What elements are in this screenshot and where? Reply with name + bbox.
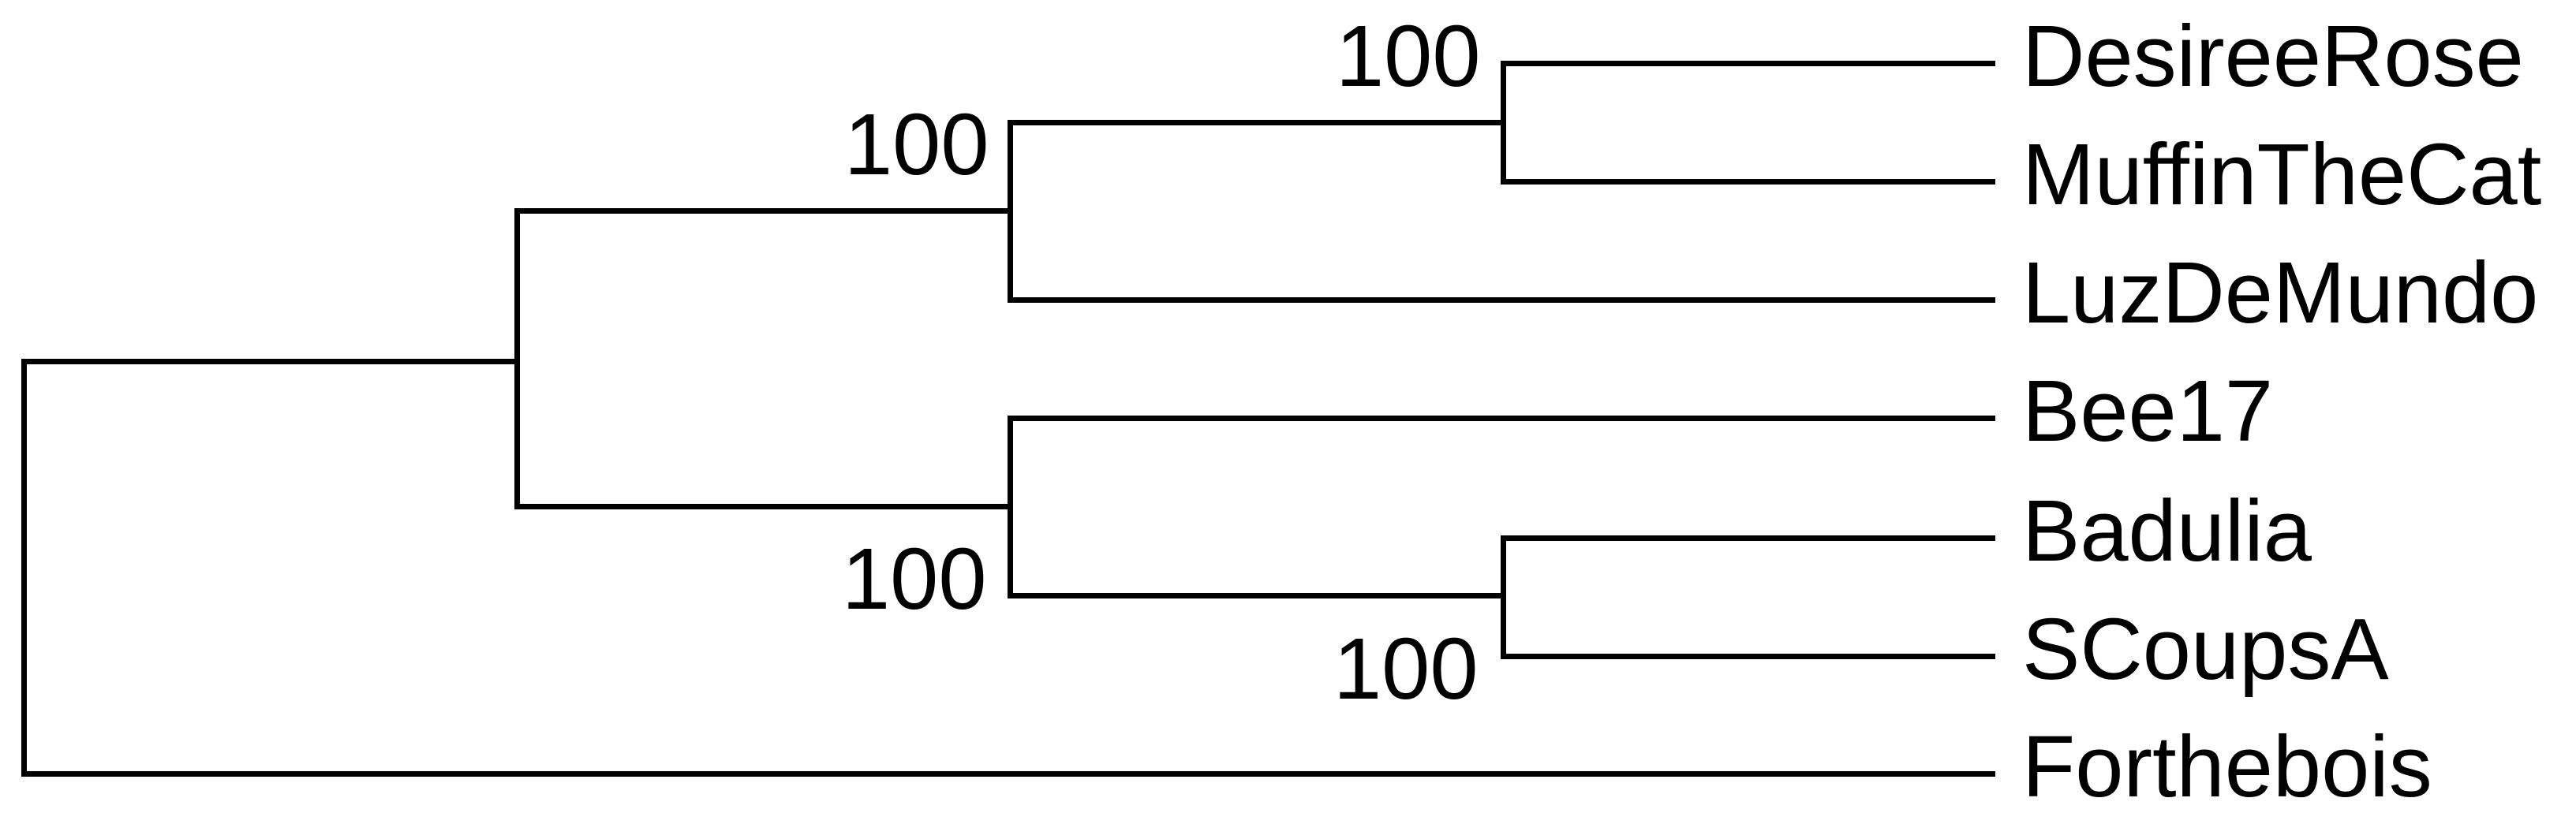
tip-branch (1007, 296, 1995, 303)
taxon-label: SCoupsA (2022, 601, 2389, 698)
bootstrap-label: 100 (844, 96, 989, 193)
bootstrap-label: 100 (842, 531, 987, 628)
tip-branch (1500, 178, 1995, 185)
tip-branch (1500, 60, 1995, 66)
bootstrap-label: 100 (1336, 8, 1481, 105)
clade-upper-branch (514, 207, 1013, 214)
tip-branch (1500, 653, 1995, 659)
taxon-label: Bee17 (2022, 363, 2274, 460)
taxon-label: DesireeRose (2022, 8, 2524, 105)
taxon-label: LuzDeMundo (2022, 244, 2539, 341)
tip-branch (1500, 535, 1995, 541)
bootstrap-label: 100 (1333, 621, 1479, 718)
root-vertical (21, 358, 27, 777)
tip-branch (21, 770, 1995, 777)
clade-ingroup-branch (21, 358, 520, 364)
tip-branch (1007, 415, 1995, 421)
taxon-label: Badulia (2022, 483, 2312, 580)
taxon-label: Forthebois (2022, 718, 2432, 815)
clade-lower-branch (514, 503, 1013, 509)
clade-badulia-scoupsa-branch (1007, 592, 1506, 598)
taxon-label: MuffinTheCat (2022, 126, 2542, 223)
clade-desireerose-muffinthecat-branch (1007, 119, 1506, 125)
